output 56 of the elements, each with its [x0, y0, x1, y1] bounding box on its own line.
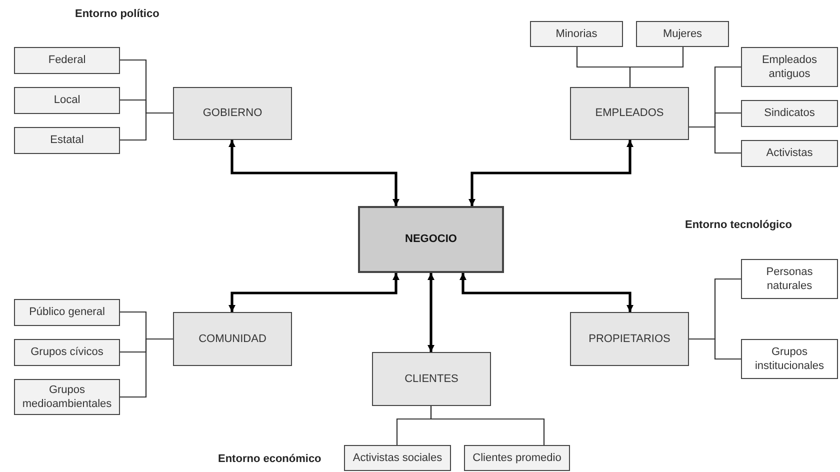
- node-label: EMPLEADOS: [594, 106, 665, 121]
- section-heading: Entorno económico: [218, 453, 322, 465]
- connector-line: [120, 338, 173, 398]
- subgroup-box: [14, 339, 120, 366]
- node-label: Personas naturales: [765, 264, 814, 294]
- node-label: Mujeres: [662, 26, 704, 42]
- group-box: [173, 87, 292, 140]
- node-label: GOBIERNO: [202, 106, 264, 121]
- subgroup-box: [14, 127, 120, 154]
- connector-line: [430, 406, 545, 445]
- double-arrow: [468, 140, 634, 206]
- node-label: Federal: [47, 53, 87, 68]
- node-label: Público general: [28, 305, 106, 320]
- node-label: NEGOCIO: [404, 232, 458, 247]
- node-label: Activistas: [765, 146, 814, 161]
- subgroup-box: [741, 100, 838, 127]
- node-label: Grupos institucionales: [754, 344, 826, 374]
- node-label: Activistas sociales: [352, 450, 444, 466]
- node-label: Estatal: [49, 133, 85, 148]
- connector-line: [689, 126, 741, 154]
- central-box: [358, 206, 504, 273]
- subgroup-box: [14, 47, 120, 74]
- node-label: Minorias: [554, 26, 598, 42]
- connector-line: [629, 47, 684, 87]
- subgroup-box: [14, 87, 120, 114]
- subgroup-box: [741, 140, 838, 167]
- subgroup-box: [14, 299, 120, 326]
- section-heading: Entorno tecnológico: [685, 219, 792, 231]
- node-label: PROPIETARIOS: [588, 332, 672, 346]
- subgroup-box: [741, 259, 838, 299]
- connector-line: [120, 112, 173, 141]
- subgroup-box: [741, 339, 838, 379]
- node-label: Empleados antiguos: [760, 52, 818, 82]
- node-label: CLIENTES: [404, 372, 460, 386]
- subgroup-box: [530, 21, 623, 47]
- subgroup-box: [636, 21, 729, 47]
- double-arrow: [428, 273, 434, 352]
- section-heading: Entorno político: [75, 8, 160, 20]
- group-box: [570, 312, 689, 366]
- double-arrow: [228, 140, 400, 206]
- double-arrow: [460, 273, 634, 312]
- node-label: COMUNIDAD: [198, 332, 268, 346]
- node-label: Clientes promedio: [472, 450, 562, 466]
- subgroup-box: [14, 379, 120, 415]
- group-box: [173, 312, 292, 366]
- node-label: Grupos cívicos: [30, 345, 104, 360]
- group-box: [570, 87, 689, 140]
- node-label: Local: [52, 93, 82, 108]
- node-label: Sindicatos: [763, 106, 816, 121]
- node-label: Grupos medioambientales: [21, 382, 113, 412]
- subgroup-box: [741, 47, 838, 87]
- subgroup-box: [464, 445, 570, 471]
- connector-line: [689, 338, 741, 360]
- subgroup-box: [344, 445, 451, 471]
- group-box: [372, 352, 491, 406]
- double-arrow: [228, 273, 400, 312]
